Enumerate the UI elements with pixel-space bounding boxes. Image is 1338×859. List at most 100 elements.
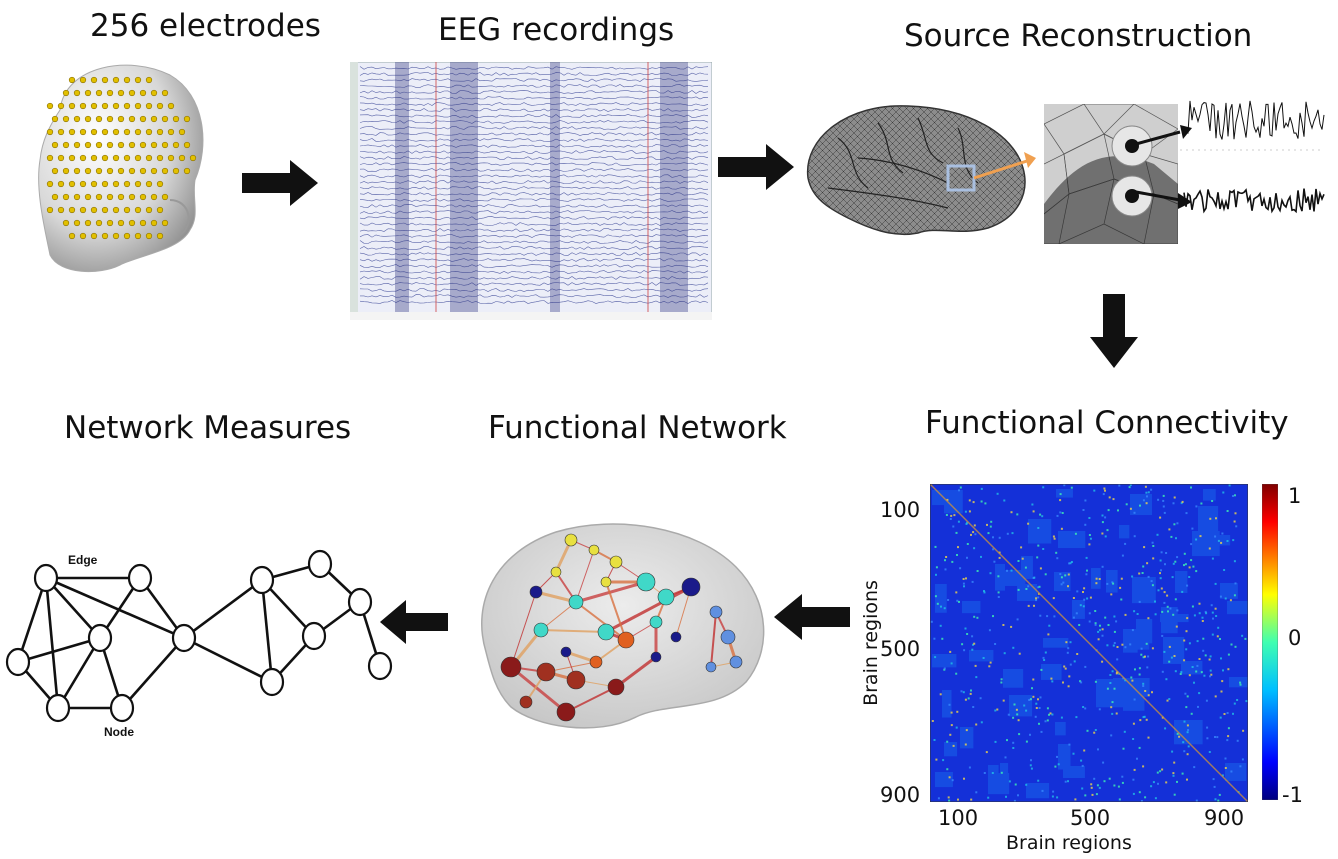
electrode-dot [84,219,92,227]
matrix-cell [1124,613,1127,616]
matrix-cell [1116,671,1119,674]
matrix-cell [1084,499,1087,502]
matrix-cell [1222,491,1225,494]
matrix-cell [1138,600,1141,603]
matrix-cell [1180,502,1183,505]
matrix-cell [963,777,965,780]
electrode-dot [161,219,169,227]
matrix-cell [1066,651,1069,654]
matrix-cell [1221,532,1224,535]
electrode-dot [73,193,81,201]
matrix-block [1026,783,1050,799]
matrix-cell [1103,780,1106,783]
matrix-cell [1168,645,1171,648]
matrix-cell [1161,610,1164,613]
eeg-trace [359,156,709,160]
matrix-cell [1154,613,1157,616]
electrode-dot [183,141,191,149]
matrix-cell [971,580,974,583]
matrix-cell [1187,745,1190,748]
matrix-cell [1025,709,1028,712]
matrix-cell [1048,624,1051,627]
matrix-cell [1107,509,1110,512]
graph-node [307,549,333,579]
matrix-cell [1065,641,1068,644]
matrix-cell [1129,484,1132,486]
matrix-cell [1030,767,1033,770]
matrix-cell [1193,766,1196,769]
matrix-cell [1232,539,1235,542]
matrix-cell [1072,597,1075,599]
matrix-cell [951,560,954,563]
matrix-cell [1056,557,1059,560]
matrix-cell [1070,561,1073,563]
electrode-dot [95,167,103,175]
matrix-cell [994,709,997,712]
electrode-dot [134,206,142,214]
matrix-cell [1093,731,1096,734]
matrix-cell [1027,604,1030,607]
matrix-cell [1121,781,1124,784]
matrix-cell [1144,655,1146,658]
matrix-cell [1209,675,1211,678]
matrix-cell [1003,499,1006,502]
matrix-cell [935,758,938,761]
matrix-cell [1061,512,1064,514]
matrix-cell [1176,780,1178,783]
matrix-cell [1192,565,1195,568]
matrix-cell [1059,573,1062,576]
matrix-cell [935,573,937,576]
matrix-cell [1101,660,1104,663]
eeg-trace [359,66,709,70]
matrix-cell [960,690,963,693]
graph-edge [16,577,48,663]
matrix-cell [976,616,979,619]
matrix-cell [971,635,974,638]
matrix-cell [1159,572,1161,575]
electrode-dot [178,154,186,162]
matrix-cell [1213,785,1216,788]
matrix-cell [1120,577,1123,580]
matrix-cell [1214,607,1217,610]
matrix-cell [1040,668,1043,671]
electrode-dot [95,89,103,97]
matrix-cell [1038,585,1041,588]
matrix-cell [1169,607,1172,610]
matrix-cell [1234,494,1236,497]
matrix-cell [997,596,1000,598]
matrix-cell [1089,537,1092,540]
matrix-cell [1176,556,1179,559]
matrix-cell [939,624,942,627]
matrix-cell [935,566,938,569]
matrix-block [1113,678,1131,688]
matrix-cell [1084,665,1087,668]
network-node [568,594,584,610]
matrix-cell [1080,759,1083,762]
matrix-cell [1016,513,1019,516]
matrix-cell [987,796,990,799]
matrix-block [932,654,957,668]
matrix-cell [1096,784,1099,787]
electrode-dot [79,232,87,240]
matrix-cell [1095,582,1098,585]
electrode-dot [161,141,169,149]
matrix-cell [1004,756,1007,759]
matrix-cell [982,657,985,659]
matrix-cell [1157,782,1159,785]
electrode-dot [46,154,54,162]
electrode-dot [73,89,81,97]
electrode-dot [123,206,131,214]
y-tick-100: 100 [880,498,921,522]
network-node [564,533,578,547]
matrix-cell [950,662,953,665]
edge-label: Edge [68,553,98,567]
matrix-cell [946,740,949,743]
matrix-cell [947,599,950,601]
matrix-cell [1116,646,1119,648]
matrix-cell [989,572,992,575]
matrix-cell [1084,707,1087,710]
eeg-trace [359,96,709,100]
matrix-cell [1025,588,1028,590]
matrix-cell [1151,541,1154,544]
matrix-cell [1108,777,1111,780]
